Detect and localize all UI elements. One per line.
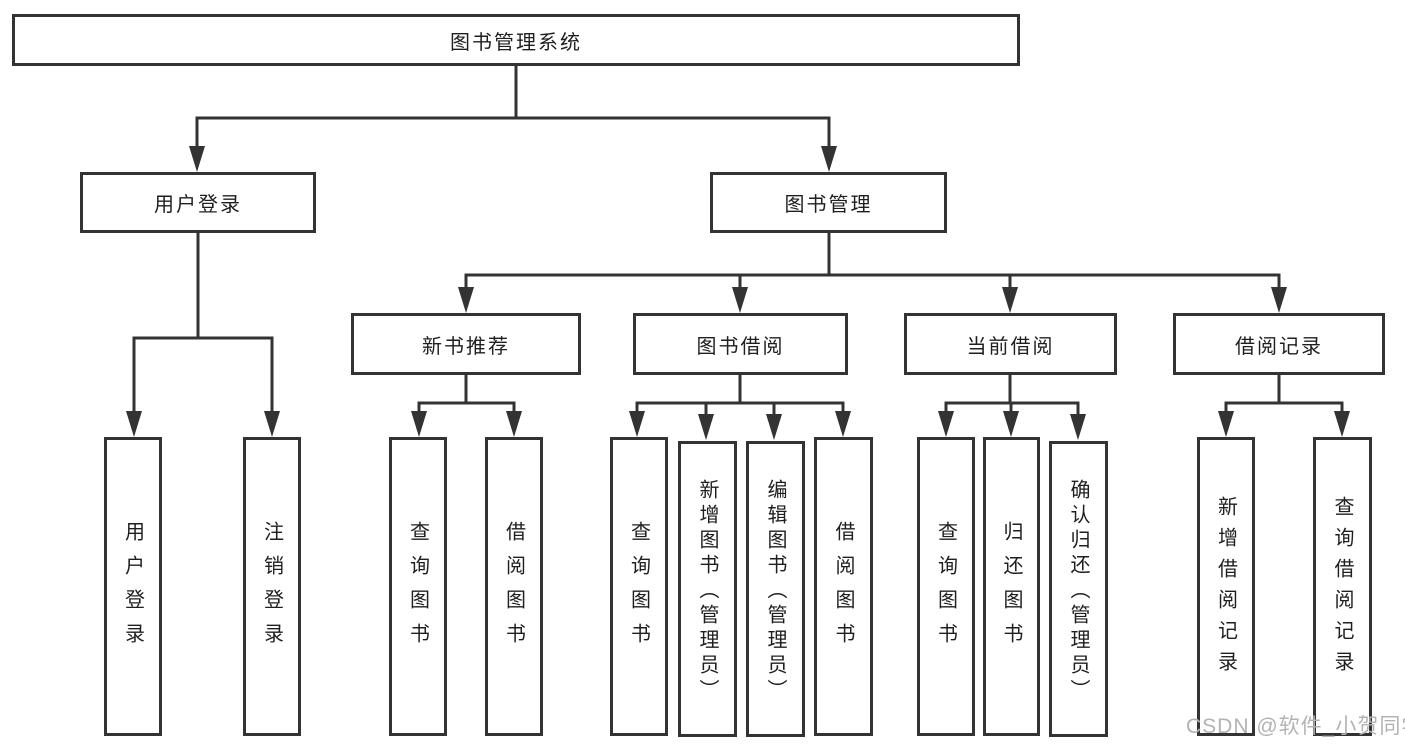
leaf-br-add-record: 新增借阅记录 [1197, 437, 1255, 736]
node-current-borrow: 当前借阅 [904, 313, 1117, 375]
node-new-book-recommend: 新书推荐 [351, 313, 581, 375]
leaf-nb-borrow-books: 借阅图书 [485, 437, 543, 736]
leaf-user-login: 用户登录 [104, 437, 162, 736]
node-user-login: 用户登录 [80, 172, 316, 233]
leaf-bb-edit-books-admin: 编辑图书（管理员） [746, 441, 805, 737]
leaf-cb-confirm-return-admin: 确认归还（管理员） [1049, 441, 1108, 737]
arrowheads [126, 146, 1350, 440]
leaf-nb-query-books: 查询图书 [389, 437, 447, 736]
leaf-cb-return-books: 归还图书 [983, 437, 1040, 736]
watermark: CSDN @软件_小贺同学 [1186, 715, 1405, 738]
leaf-logout: 注销登录 [243, 437, 301, 736]
leaf-br-query-record: 查询借阅记录 [1313, 437, 1372, 736]
node-library-system: 图书管理系统 [12, 14, 1020, 66]
node-borrow-records: 借阅记录 [1173, 313, 1385, 375]
node-book-borrow: 图书借阅 [633, 313, 848, 375]
leaf-bb-add-books-admin: 新增图书（管理员） [678, 441, 737, 737]
node-book-management: 图书管理 [710, 172, 947, 233]
leaf-bb-query-books: 查询图书 [610, 437, 668, 736]
leaf-bb-borrow-books: 借阅图书 [814, 437, 873, 736]
leaf-cb-query-books: 查询图书 [917, 437, 975, 736]
